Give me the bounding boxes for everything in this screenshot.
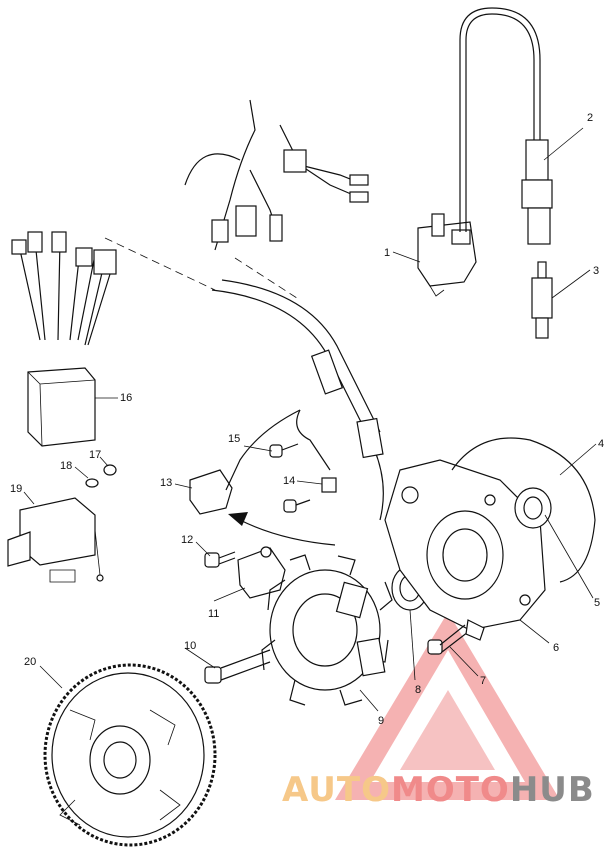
- direction-arrow: [228, 512, 336, 546]
- callout-7: 7: [480, 675, 486, 687]
- solenoid-part: [7, 497, 104, 583]
- spark-plug-part: [531, 261, 553, 339]
- callout-4: 4: [598, 438, 604, 450]
- callout-5: 5: [594, 597, 600, 609]
- callout-20: 20: [24, 656, 36, 668]
- pulser-coil-part: [189, 409, 301, 515]
- callout-11: 11: [208, 608, 219, 620]
- stator-part: [261, 554, 393, 706]
- stator-lead-part: [211, 279, 384, 521]
- spark-plug-cap-part: [521, 139, 553, 245]
- ignition-coil-part: [417, 7, 541, 297]
- stator-plate-part: [384, 459, 546, 631]
- callout-8: 8: [415, 684, 421, 696]
- callout-labels: 1 2 3 4 5 6 7 8 9 10 11 12 13 14 15 16 1: [10, 112, 604, 727]
- watermark-part-auto: AUTO: [282, 770, 391, 810]
- regulator-part: [11, 231, 117, 447]
- watermark-part-moto: MOTO: [390, 770, 510, 810]
- callout-15: 15: [228, 433, 240, 445]
- bolt-part: [427, 619, 485, 655]
- callout-6: 6: [553, 642, 559, 654]
- callout-1: 1: [384, 247, 390, 259]
- callout-2: 2: [587, 112, 593, 124]
- callout-18: 18: [60, 460, 72, 472]
- flywheel-part: [43, 663, 217, 847]
- callout-16: 16: [120, 392, 132, 404]
- callout-12: 12: [181, 534, 193, 546]
- callout-9: 9: [378, 715, 384, 727]
- callout-10: 10: [184, 640, 196, 652]
- callout-14: 14: [283, 475, 295, 487]
- watermark-logo: [335, 612, 560, 800]
- watermark-part-hub: HUB: [509, 770, 595, 810]
- watermark-text: AUTOMOTOHUB: [282, 770, 595, 810]
- callout-17: 17: [89, 449, 101, 461]
- o-ring-part: [451, 437, 596, 583]
- callout-3: 3: [593, 265, 599, 277]
- bracket-part: [237, 546, 286, 599]
- callout-19: 19: [10, 483, 22, 495]
- washer-part: [85, 464, 117, 488]
- callout-13: 13: [160, 477, 172, 489]
- wire-harness-part: [184, 99, 369, 251]
- bearing-part: [514, 487, 552, 529]
